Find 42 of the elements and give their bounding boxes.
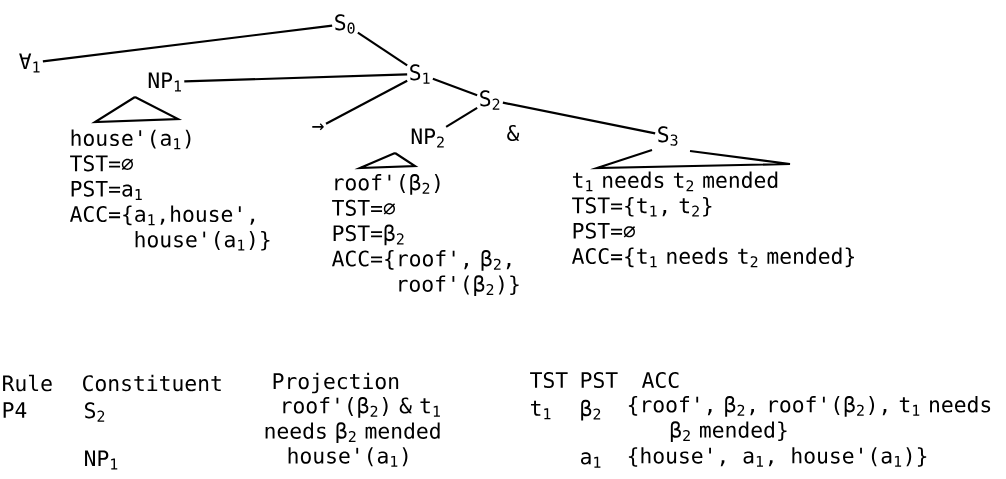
node-label: TST=∅ <box>70 155 134 172</box>
table-cell: {house', a$_{1}$, house'(a$_{1}$)} <box>628 447 927 467</box>
table-cell: β$_{2}$ <box>581 399 601 421</box>
branch-line <box>432 77 478 97</box>
table-cell: {roof', β$_{2}$, roof'(β$_{2}$), t$_{1}$ needs β$_{2}$ mended} <box>628 395 991 443</box>
table-cell: a$_{1}$ <box>581 452 601 468</box>
feature-block: t$_{1}$ needs t$_{2}$ mended TST={t$_{1}$, t$_{2}$} PST=∅ ACC={t$_{1}$ needs t$_{2}$ mended} <box>572 149 854 268</box>
node-label: S$_{1}$ <box>410 64 430 84</box>
node-label: S$_{2}$ <box>480 90 500 110</box>
node-label: ACC={a$_{1}$,house', house'(a$_{1}$)} <box>69 205 270 251</box>
node-label: S$_{3}$ <box>658 126 678 146</box>
feature-block: house'(a$_{1}$) TST=∅ PST=a$_{1}$ ACC={a$_{1}$,house', house'(a$_{1}$)} <box>70 95 270 251</box>
node-label: TST=∅ <box>332 199 396 216</box>
table-cell: Projection <box>273 372 399 394</box>
table-cell: Constituent <box>83 374 221 392</box>
branch-line <box>184 73 408 83</box>
node-label: ACC={roof', β$_{2}$, roof'(β$_{2}$)} <box>331 249 519 297</box>
node-label: PST=β$_{2}$ <box>333 224 404 246</box>
node-label: roof'(β$_{2}$) <box>335 173 440 195</box>
branch-line <box>502 101 656 135</box>
branch-line <box>357 31 408 67</box>
table-cell: S$_{2}$ <box>85 402 105 422</box>
branch-line <box>42 24 333 63</box>
node-label: ∀$_{1}$ <box>19 53 40 73</box>
branch-line <box>445 106 478 128</box>
table-cell: TST <box>530 371 568 389</box>
node-label: → <box>312 123 324 131</box>
node-label: PST=a$_{1}$ <box>71 180 142 200</box>
table-cell: NP$_{1}$ <box>85 450 118 470</box>
table-cell: ACC <box>642 371 679 389</box>
table-cell: house'(a$_{1}$) <box>288 447 408 467</box>
table-cell: Rule <box>3 374 52 392</box>
table-cell: PST <box>581 371 618 389</box>
node-label: house'(a$_{1}$) <box>71 129 191 150</box>
table-cell: P4 <box>3 402 27 418</box>
feature-block: roof'(β$_{2}$) TST=∅ PST=β$_{2}$ ACC={roof', β$_{2}$, roof'(β$_{2}$)} <box>332 151 519 297</box>
branch-line <box>325 79 408 125</box>
conjunction-label: & <box>507 124 520 142</box>
node-label: NP$_{1}$ <box>148 72 181 92</box>
table-cell: t$_{1}$ <box>530 400 551 420</box>
node-label: S$_{0}$ <box>335 14 355 34</box>
node-label: NP$_{2}$ <box>411 128 444 148</box>
